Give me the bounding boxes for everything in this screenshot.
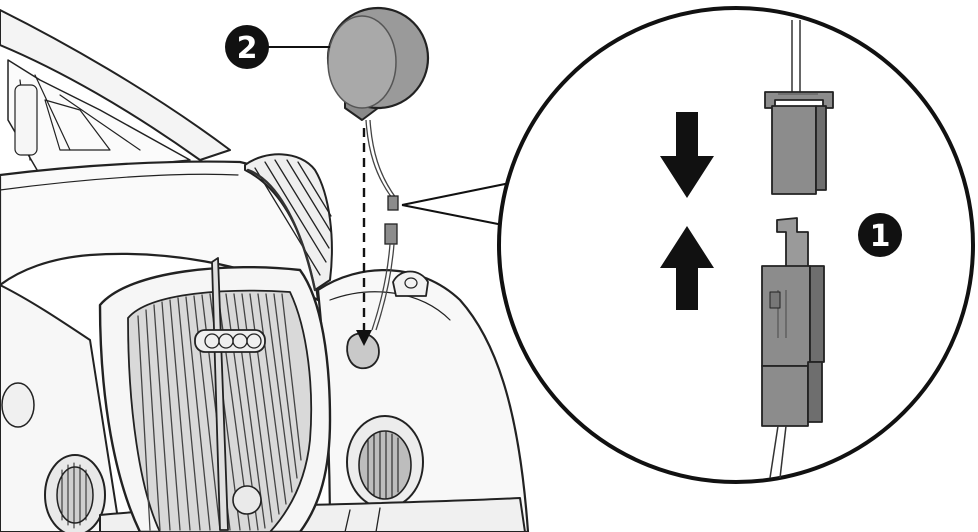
right-fender [316, 269, 530, 532]
install-arrow-icon [356, 330, 372, 346]
windshield [0, 9, 231, 176]
step-badge-1: 1 [858, 213, 902, 257]
toy-car-front [0, 9, 530, 532]
top-wire [791, 20, 801, 92]
headlight-lamp [326, 6, 430, 121]
up-arrow-icon [660, 226, 714, 310]
down-arrow-icon [660, 112, 714, 198]
install-path [356, 128, 372, 346]
small-connector-pair [371, 195, 399, 331]
step-badge-1-number: 1 [870, 219, 891, 254]
grille-badge [194, 329, 266, 353]
connector-male [761, 217, 825, 427]
step-badge-2-number: 2 [237, 31, 258, 66]
detail-circle [497, 6, 975, 484]
spare-tire [244, 153, 333, 292]
lamp-wire [365, 119, 393, 199]
connector-female [764, 91, 834, 195]
callout-lines [401, 182, 511, 226]
bottom-wire [769, 425, 787, 479]
step-badge-2: 2 [225, 25, 269, 69]
right-headlight [346, 415, 424, 509]
